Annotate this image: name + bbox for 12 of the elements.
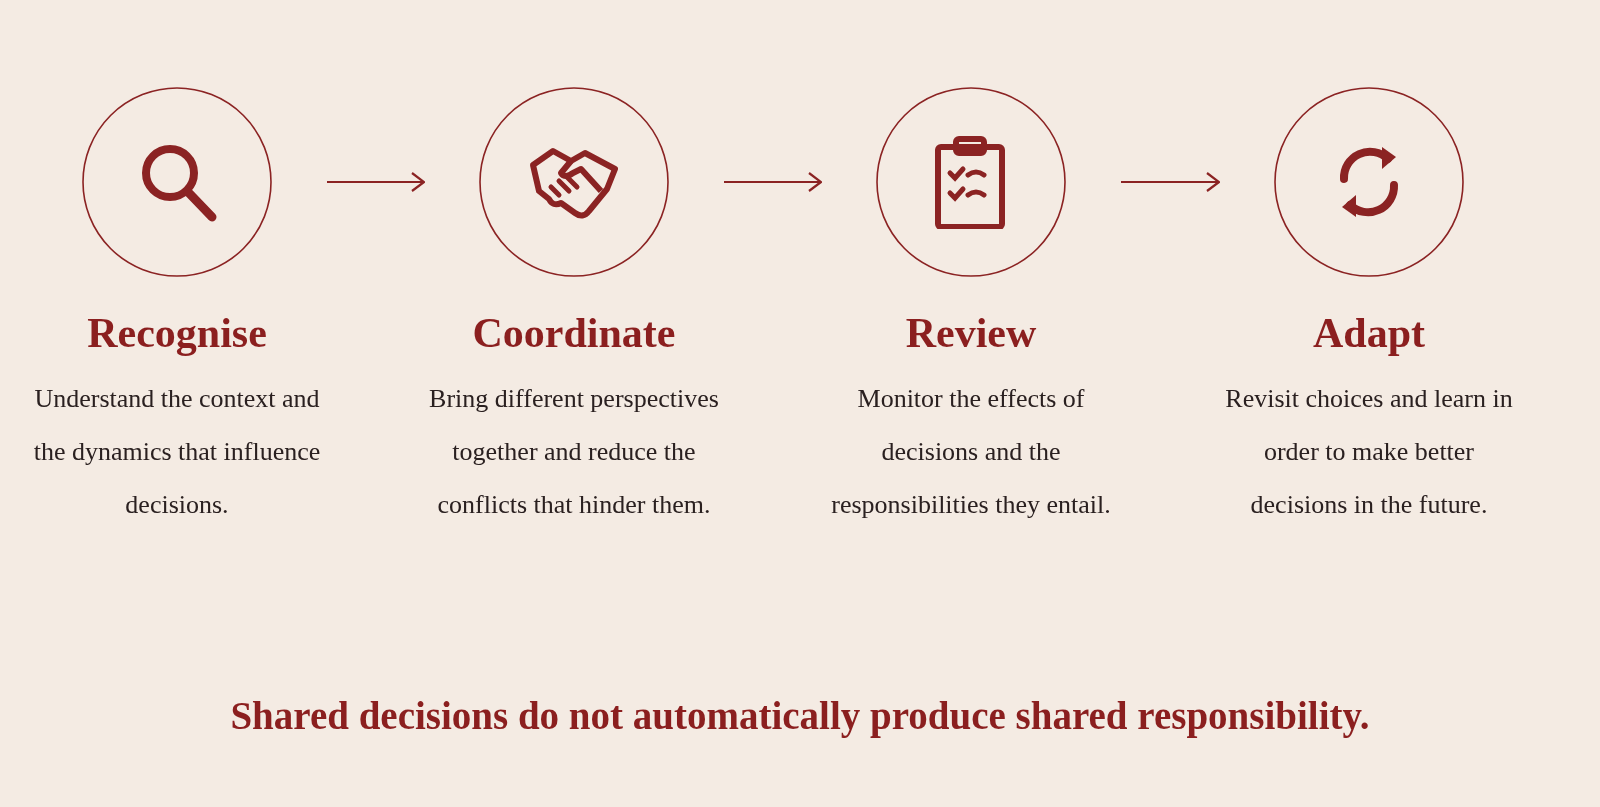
step-description: Monitor the effects of decisions and the responsibilities they entail.: [830, 383, 1112, 521]
step-heading: Coordinate: [472, 309, 676, 358]
step-description: Bring different perspectives together and reduce the conflicts that hinder them.: [428, 383, 720, 521]
caption: Shared decisions do not automatically produce shared responsibility.: [229, 693, 1371, 738]
step-heading: Adapt: [1312, 309, 1425, 358]
step-heading: Recognise: [87, 309, 267, 358]
arrow: [327, 171, 426, 193]
step-heading: Review: [905, 309, 1037, 358]
arrow: [724, 171, 823, 193]
arrow: [1121, 171, 1221, 193]
step-description: Understand the context and the dynamics that influence decisions.: [32, 383, 322, 521]
step-description: Revisit choices and learn in order to make better decisions in the future.: [1224, 383, 1514, 521]
